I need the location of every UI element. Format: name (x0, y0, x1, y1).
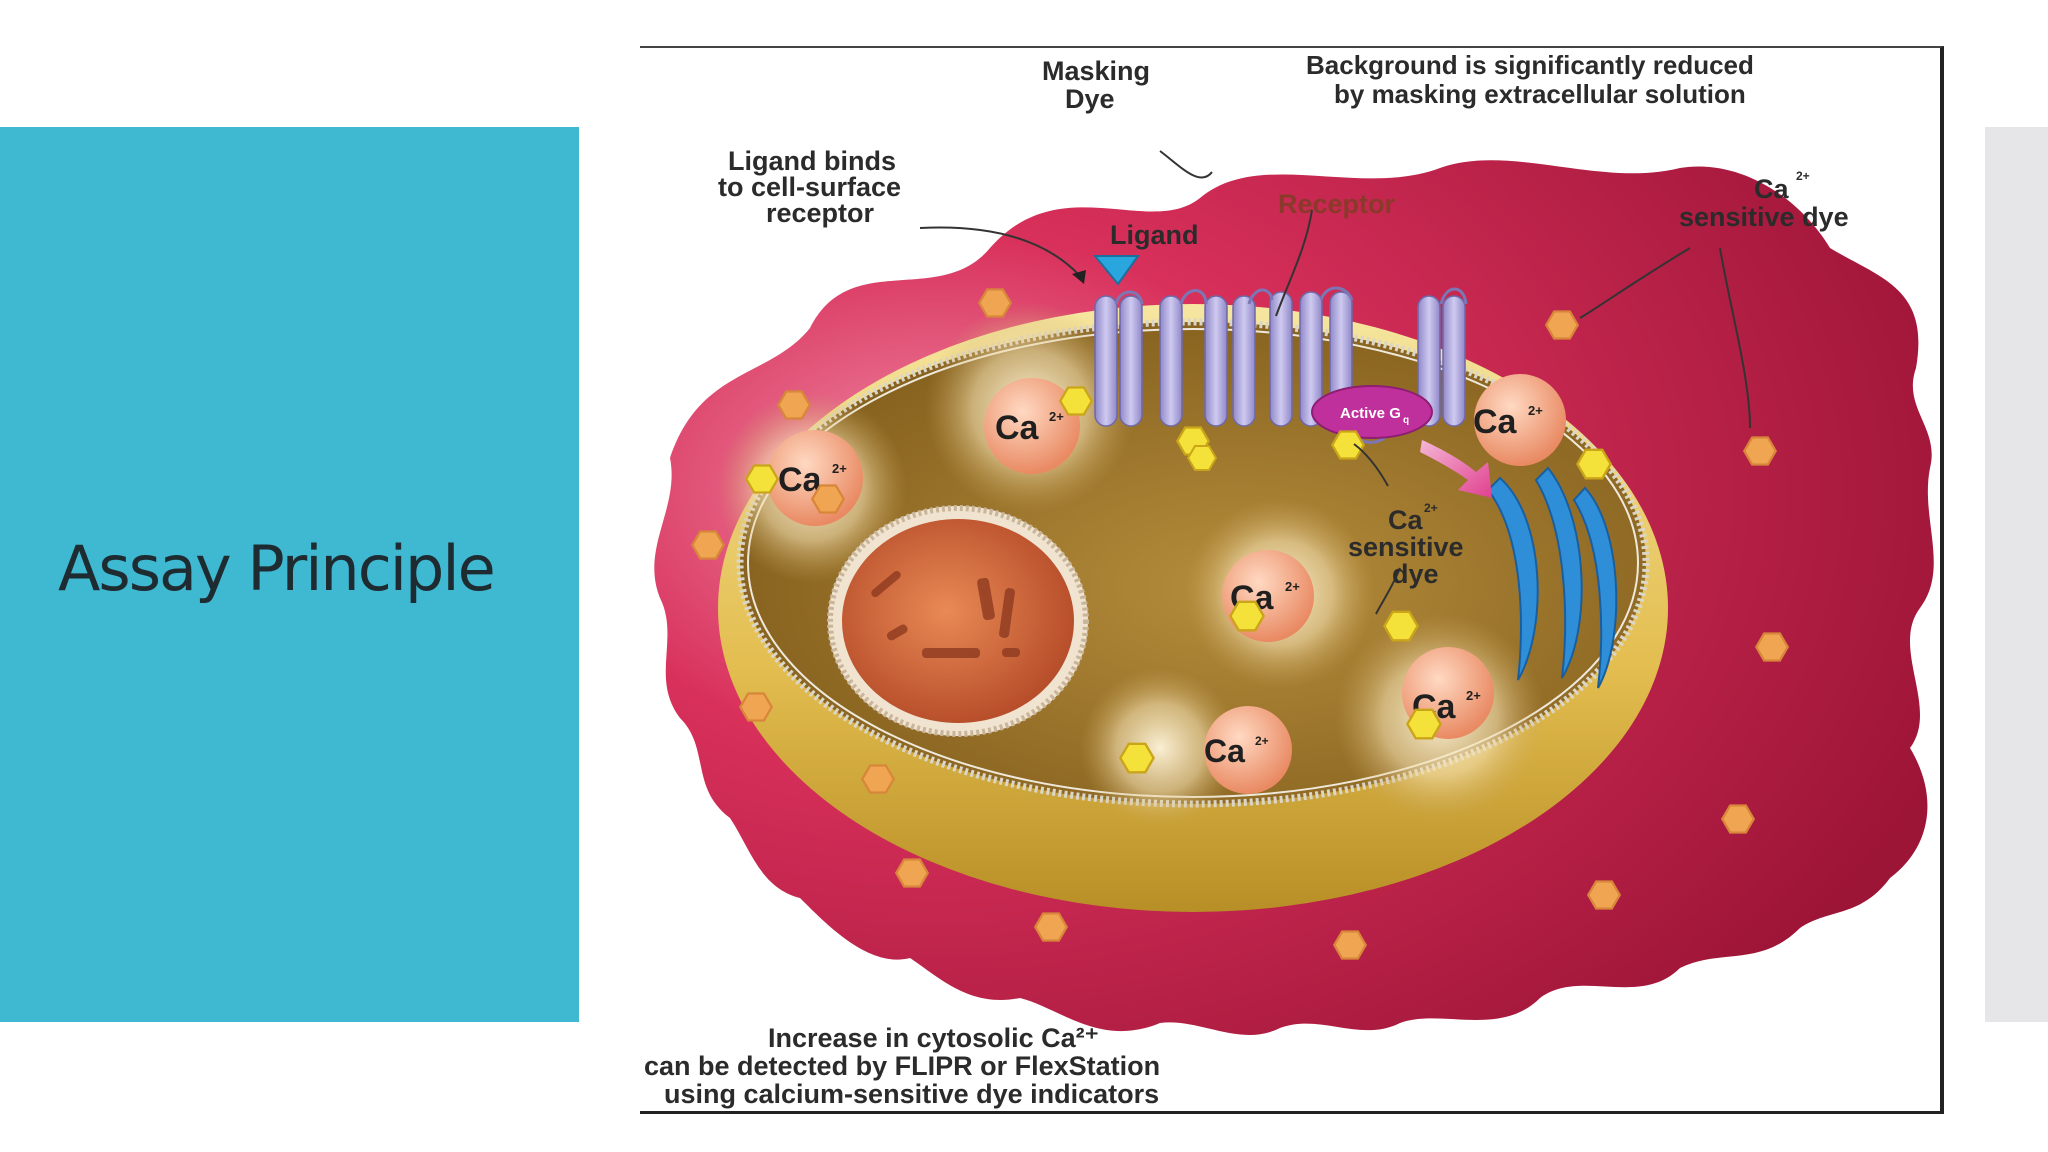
svg-text:Dye: Dye (1065, 84, 1115, 114)
title-panel (0, 127, 579, 1022)
ligand-arrowhead-icon (1072, 270, 1086, 284)
svg-text:Ca: Ca (1204, 733, 1245, 769)
calcium-ion-icon: Ca 2+ (767, 430, 863, 526)
receptor-helix-icon (1159, 295, 1228, 427)
svg-text:2+: 2+ (1424, 501, 1438, 515)
svg-text:sensitive dye: sensitive dye (1679, 202, 1849, 232)
active-gq-label: Active G (1340, 405, 1401, 422)
svg-text:Ca: Ca (995, 409, 1040, 447)
label-receptor: Receptor (1278, 189, 1396, 219)
svg-text:2+: 2+ (1796, 169, 1810, 183)
assay-principle-diagram: Active G q Ca 2+ Ca 2+ Ca 2+ Ca 2+ Ca 2+ (640, 46, 1944, 1114)
gq-subscript: q (1403, 415, 1409, 426)
endoplasmic-reticulum-icon (1486, 466, 1618, 689)
svg-text:Ligand binds: Ligand binds (728, 146, 896, 176)
svg-text:sensitive: sensitive (1348, 532, 1464, 562)
calcium-ion-icon: Ca 2+ (984, 378, 1080, 474)
svg-text:Ca: Ca (1473, 403, 1518, 441)
ligand-triangle-icon (1092, 255, 1140, 286)
label-background-note: Background is significantly reduced by m… (1306, 50, 1754, 109)
svg-text:using calcium-sensitive dye in: using calcium-sensitive dye indicators (664, 1079, 1159, 1109)
svg-text:by masking extracellular solut: by masking extracellular solution (1334, 79, 1746, 109)
calcium-ion-icon: Ca 2+ (1204, 706, 1292, 794)
label-pointer-lines (919, 150, 1751, 615)
activation-arrow-icon (1420, 440, 1492, 498)
svg-text:Background is significantly re: Background is significantly reduced (1306, 50, 1754, 80)
svg-text:2+: 2+ (1528, 403, 1543, 418)
calcium-ion-icon: Ca 2+ (1473, 374, 1566, 466)
svg-text:Increase in cytosolic Ca²⁺: Increase in cytosolic Ca²⁺ (768, 1023, 1099, 1053)
label-ca-sensitive-dye-inner: Ca 2+ sensitive dye (1348, 501, 1464, 589)
svg-text:Ca: Ca (1754, 174, 1789, 204)
svg-text:Masking: Masking (1042, 56, 1150, 86)
svg-text:Ca: Ca (1388, 505, 1423, 535)
svg-text:to cell-surface: to cell-surface (718, 172, 901, 202)
svg-text:dye: dye (1392, 559, 1439, 589)
slide-title: Assay Principle (58, 532, 496, 605)
active-gq-icon: Active G q (1311, 385, 1433, 439)
svg-text:can be detected by FLIPR or Fl: can be detected by FLIPR or FlexStation (644, 1051, 1160, 1081)
cell-diagram-svg: Active G q Ca 2+ Ca 2+ Ca 2+ Ca 2+ Ca 2+ (644, 50, 1934, 1109)
receptor-helix-icon (1094, 295, 1466, 427)
svg-text:2+: 2+ (1049, 409, 1064, 424)
svg-text:2+: 2+ (1285, 579, 1300, 594)
svg-text:2+: 2+ (1255, 734, 1269, 748)
nucleus-icon (827, 505, 1089, 737)
label-masking-dye: Masking Dye (1042, 56, 1150, 114)
ca-glow (1080, 668, 1240, 828)
calcium-ion-icon: Ca 2+ (1222, 550, 1314, 642)
label-ligand-binds: Ligand binds to cell-surface receptor (718, 146, 901, 228)
label-ca-sensitive-dye-outer: Ca 2+ sensitive dye (1679, 169, 1849, 232)
svg-text:2+: 2+ (832, 461, 847, 476)
label-bottom-note: Increase in cytosolic Ca²⁺ can be detect… (644, 1023, 1160, 1109)
cell-membrane (736, 318, 1650, 808)
label-ligand: Ligand (1110, 220, 1199, 250)
receptor-loops (1114, 286, 1468, 444)
svg-text:2+: 2+ (1466, 688, 1481, 703)
next-slide-edge (1985, 127, 2048, 1022)
svg-text:receptor: receptor (766, 198, 875, 228)
